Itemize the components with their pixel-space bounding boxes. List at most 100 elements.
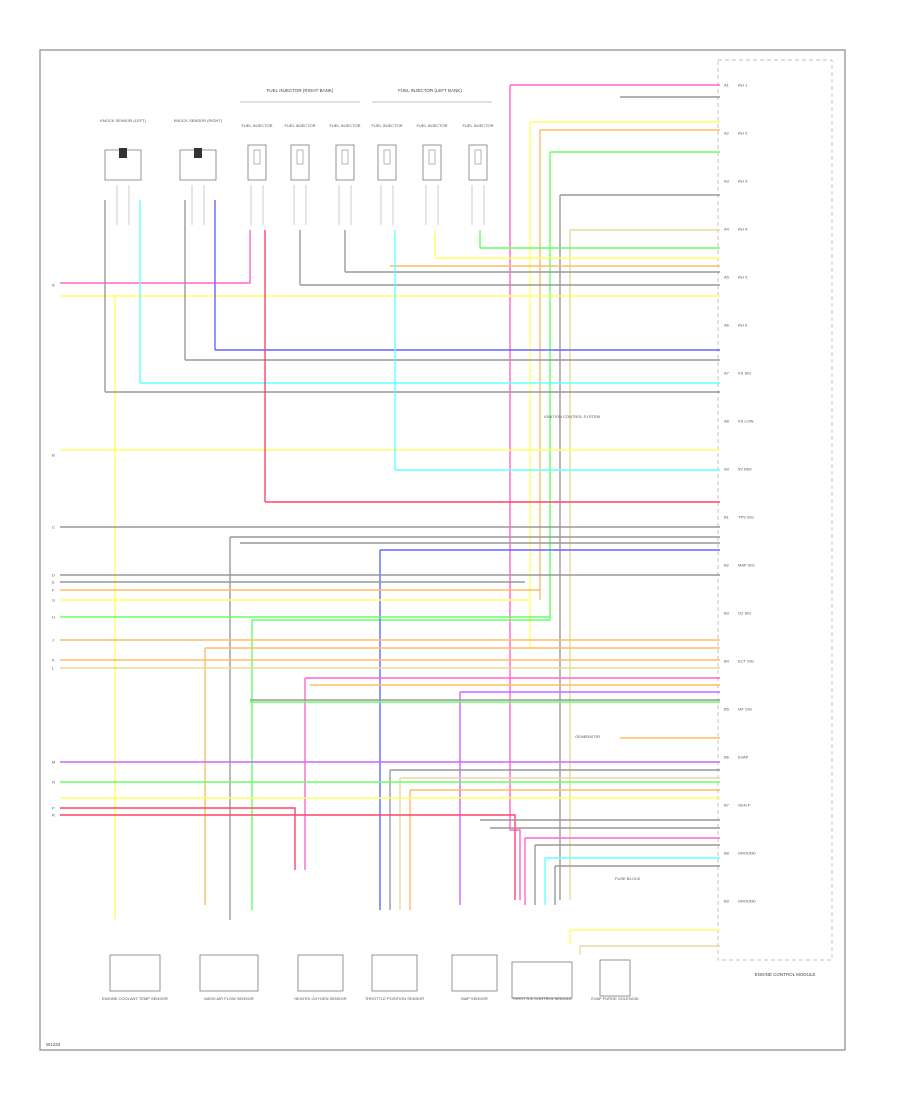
diagram-border <box>39 49 846 1051</box>
wire-tan-6 <box>569 229 720 900</box>
component-inj6-label: FUEL INJECTOR <box>462 123 493 128</box>
wire-red-46 <box>60 807 296 870</box>
component-inj4: FUEL INJECTOR <box>371 123 403 225</box>
wire-cyan-16 <box>139 200 720 384</box>
left-connector-label: K <box>52 658 55 663</box>
ecm-pin-code: A7 <box>724 371 730 376</box>
wire-yellow-2 <box>529 121 720 650</box>
injector-coil-icon <box>253 149 261 165</box>
component-evap-box-icon <box>599 959 631 997</box>
ecm-pin-code: B3 <box>724 611 730 616</box>
knock-sensor-icon <box>104 149 142 181</box>
ecm-pin-name: KS SIG <box>738 371 751 376</box>
ecm-pin-code: A4 <box>724 227 730 232</box>
component-ect-label: ENGINE COOLANT TEMP SENSOR <box>102 996 168 1001</box>
ecm-pin-name: GROUND <box>738 851 756 856</box>
wire-yellow-8 <box>434 230 720 259</box>
wire-gray-10 <box>344 230 720 273</box>
injector-coil-icon <box>474 149 482 165</box>
injector-icon <box>247 144 267 181</box>
injector-icon <box>335 144 355 181</box>
component-throttle: THROTTLE CONTROL MODULE <box>511 961 573 1001</box>
fuse-note: FUSE BLOCK <box>615 876 641 881</box>
ecm-pin-name: INJ 6 <box>738 323 748 328</box>
wire-green-7 <box>479 230 720 249</box>
wire-pink-13 <box>60 230 251 284</box>
ecm-pin-code: A3 <box>724 179 730 184</box>
component-ect: ENGINE COOLANT TEMP SENSOR <box>102 954 168 1001</box>
left-connector-label: B <box>52 453 55 458</box>
ign-note: IGNITION CONTROL SYSTEM <box>544 414 600 419</box>
ecm-pin-name: INJ 1 <box>738 83 748 88</box>
component-o2-box-icon <box>297 954 344 992</box>
ecm-pin-name: ECT SIG <box>738 659 754 664</box>
component-knock-right-label: KNOCK SENSOR (RIGHT) <box>174 118 223 123</box>
left-connector-label: L <box>52 666 55 671</box>
ecm-pin-name: 5V REF <box>738 467 753 472</box>
wire-green-4 <box>251 151 720 910</box>
component-knock-left: KNOCK SENSOR (LEFT) <box>100 118 147 225</box>
component-map-box-icon <box>451 954 498 992</box>
component-inj3: FUEL INJECTOR <box>329 123 361 225</box>
left-connector-label: F <box>52 588 55 593</box>
ecm-pin-code: B1 <box>724 515 730 520</box>
component-ect-box-icon <box>109 954 161 992</box>
ecm-pin-code: B8 <box>724 851 730 856</box>
left-connector-label: M <box>52 760 55 765</box>
ecm-pin-code: A8 <box>724 419 730 424</box>
component-o2: HEATED OXYGEN SENSOR <box>294 954 347 1001</box>
ecm-module-box <box>717 59 833 961</box>
wire-red-47 <box>60 814 516 900</box>
component-tps-label: THROTTLE POSITION SENSOR <box>365 996 424 1001</box>
component-inj5: FUEL INJECTOR <box>416 123 448 225</box>
ecm-pin-code: A1 <box>724 83 730 88</box>
injector-icon <box>422 144 442 181</box>
component-maf-box-icon <box>199 954 259 992</box>
wire-tan-42 <box>399 777 720 910</box>
wire-orange-44 <box>409 789 720 910</box>
component-throttle-label: THROTTLE CONTROL MODULE <box>512 996 572 1001</box>
wire-gray-22 <box>229 536 720 920</box>
wire-gray-17 <box>104 200 720 393</box>
left-connector-label: C <box>52 525 55 530</box>
ecm-pin-name: KS LOW <box>738 419 754 424</box>
left-connector-label: A <box>52 283 55 288</box>
wire-gray-53 <box>554 865 720 905</box>
wire-red-20 <box>264 230 720 503</box>
left-connector-label: D <box>52 573 55 578</box>
wire-yellow-54 <box>569 929 720 945</box>
wire-blue-14 <box>214 200 720 351</box>
ecm-pin-code: B2 <box>724 563 730 568</box>
wires-layer <box>60 84 720 955</box>
wire-orange-3 <box>539 129 720 600</box>
wire-pink-34 <box>304 677 720 870</box>
component-throttle-box-icon <box>511 961 573 999</box>
component-knock-right: KNOCK SENSOR (RIGHT) <box>174 118 223 225</box>
ecm-pin-name: O2 SIG <box>738 611 751 616</box>
ecm-pin-code: B6 <box>724 755 730 760</box>
left-connector-label: J <box>52 638 54 643</box>
knock-sensor-body-icon <box>119 148 127 158</box>
injector-coil-icon <box>341 149 349 165</box>
left-connector-label: N <box>52 780 55 785</box>
injector-icon <box>468 144 488 181</box>
ecm-label: ENGINE CONTROL MODULE <box>755 972 816 977</box>
wire-gray-51 <box>534 844 720 905</box>
wire-tan-55 <box>579 945 720 955</box>
wire-cyan-19 <box>394 230 720 471</box>
group-left-bank-label: FUEL INJECTOR (LEFT BANK) <box>398 88 462 93</box>
ecm-pin-code: B4 <box>724 659 730 664</box>
component-inj4-label: FUEL INJECTOR <box>371 123 402 128</box>
ecm-pin-name: IAT SIG <box>738 707 752 712</box>
injector-icon <box>377 144 397 181</box>
ecm-pin-code: B5 <box>724 707 730 712</box>
component-evap: EVAP PURGE SOLENOID <box>591 959 639 1001</box>
ecm-pin-name: INJ 2 <box>738 131 748 136</box>
wire-cyan-52 <box>544 857 720 905</box>
ecm-pin-code: B7 <box>724 803 730 808</box>
group-right-bank-label: FUEL INJECTOR (RIGHT BANK) <box>267 88 334 93</box>
component-o2-label: HEATED OXYGEN SENSOR <box>294 996 346 1001</box>
left-connector-label: G <box>52 598 55 603</box>
